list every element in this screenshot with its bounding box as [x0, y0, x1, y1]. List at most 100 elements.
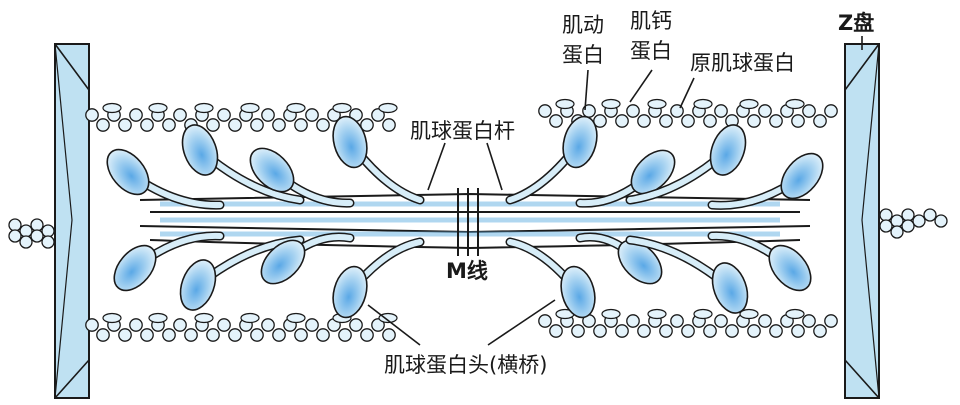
actin-bead [571, 324, 585, 338]
myosin-head [332, 115, 425, 205]
label-troponin-line2: 蛋白 [630, 39, 672, 63]
actin-bead [305, 108, 319, 122]
myosin-head [707, 152, 824, 210]
actin-bead [129, 108, 143, 122]
m-line [457, 188, 479, 256]
actin-bead [250, 118, 264, 132]
myosin-head [505, 237, 596, 319]
troponin-complex [739, 308, 759, 320]
label-myosin-rod: 肌球蛋白杆 [410, 119, 515, 143]
actin-bead [228, 118, 242, 132]
troponin-complex [378, 102, 398, 114]
actin-bead [725, 324, 739, 338]
myosin-head [575, 232, 663, 285]
actin-bead [294, 328, 308, 342]
actin-bead [538, 104, 552, 118]
myosin-head [260, 232, 355, 285]
actin-bead [206, 118, 220, 132]
actin-bead [681, 324, 695, 338]
troponin-complex [194, 102, 214, 114]
actin-bead [173, 318, 187, 332]
myosin-head [625, 124, 747, 205]
troponin-complex [693, 308, 713, 320]
actin-bead [802, 314, 816, 328]
actin-bead [316, 118, 330, 132]
thin-filament-left-bottom [85, 312, 398, 342]
myosin-head [505, 115, 598, 205]
myosin-head [181, 124, 305, 205]
troponin-complex [601, 308, 621, 320]
actin-bead [626, 314, 640, 328]
actin-bead [813, 114, 827, 128]
actin-bead [305, 318, 319, 332]
label-z-disc: Z盘 [838, 11, 874, 35]
troponin-complex [647, 308, 667, 320]
actin-bead [637, 114, 651, 128]
troponin-complex [148, 102, 168, 114]
actin-bead [371, 318, 385, 332]
label-troponin-line1: 肌钙 [630, 9, 672, 33]
z-disc-left [54, 43, 90, 399]
actin-bead [206, 328, 220, 342]
troponin-complex [332, 102, 352, 114]
actin-bead [250, 328, 264, 342]
actin-bead [85, 318, 99, 332]
thin-filament-right-bottom [538, 308, 838, 338]
actin-bead [96, 118, 110, 132]
troponin-complex [102, 312, 122, 324]
actin-bead [791, 324, 805, 338]
troponin-complex [194, 312, 214, 324]
actin-bead [129, 318, 143, 332]
troponin-complex [286, 102, 306, 114]
actin-bead [791, 114, 805, 128]
troponin-complex [286, 312, 306, 324]
actin-bead [824, 104, 838, 118]
myosin-head [113, 231, 225, 292]
troponin-complex [378, 312, 398, 324]
label-tropomyosin: 原肌球蛋白 [690, 51, 795, 75]
actin-bead [118, 118, 132, 132]
myosin-head [575, 149, 676, 208]
actin-bead [228, 328, 242, 342]
label-myosin-head: 肌球蛋白头(横桥) [384, 353, 547, 377]
actin-bead [802, 104, 816, 118]
actin-bead [294, 118, 308, 132]
actin-bead [140, 118, 154, 132]
actin-bead [118, 328, 132, 342]
actin-bead [703, 114, 717, 128]
actin-bead [703, 324, 717, 338]
actin-bead [659, 324, 673, 338]
actin-bead [758, 104, 772, 118]
troponin-complex [693, 98, 713, 110]
troponin-complex [785, 98, 805, 110]
label-actin-line2: 蛋白 [562, 43, 604, 67]
actin-bead [758, 314, 772, 328]
actin-bead [382, 118, 396, 132]
z-disc-right [844, 43, 880, 399]
myosin-heads [106, 115, 824, 319]
troponin-complex [785, 308, 805, 320]
troponin-complex [647, 98, 667, 110]
actin-bead [659, 114, 673, 128]
actin-bead [615, 324, 629, 338]
actin-bead [338, 328, 352, 342]
myosin-head [332, 237, 425, 319]
actin-bead [593, 114, 607, 128]
actin-bead [184, 328, 198, 342]
actin-bead [670, 314, 684, 328]
actin-bead [162, 118, 176, 132]
actin-bead [769, 114, 783, 128]
myosin-head [249, 147, 355, 208]
actin-bead [272, 118, 286, 132]
actin-bead [824, 314, 838, 328]
actin-bead [593, 324, 607, 338]
actin-bead [316, 328, 330, 342]
myosin-thick-filament [139, 192, 811, 250]
actin-bead [162, 328, 176, 342]
actin-bead [769, 324, 783, 338]
actin-bead [538, 314, 552, 328]
troponin-complex [555, 98, 575, 110]
actin-bead [714, 104, 728, 118]
thin-filament-right-top [538, 98, 838, 128]
